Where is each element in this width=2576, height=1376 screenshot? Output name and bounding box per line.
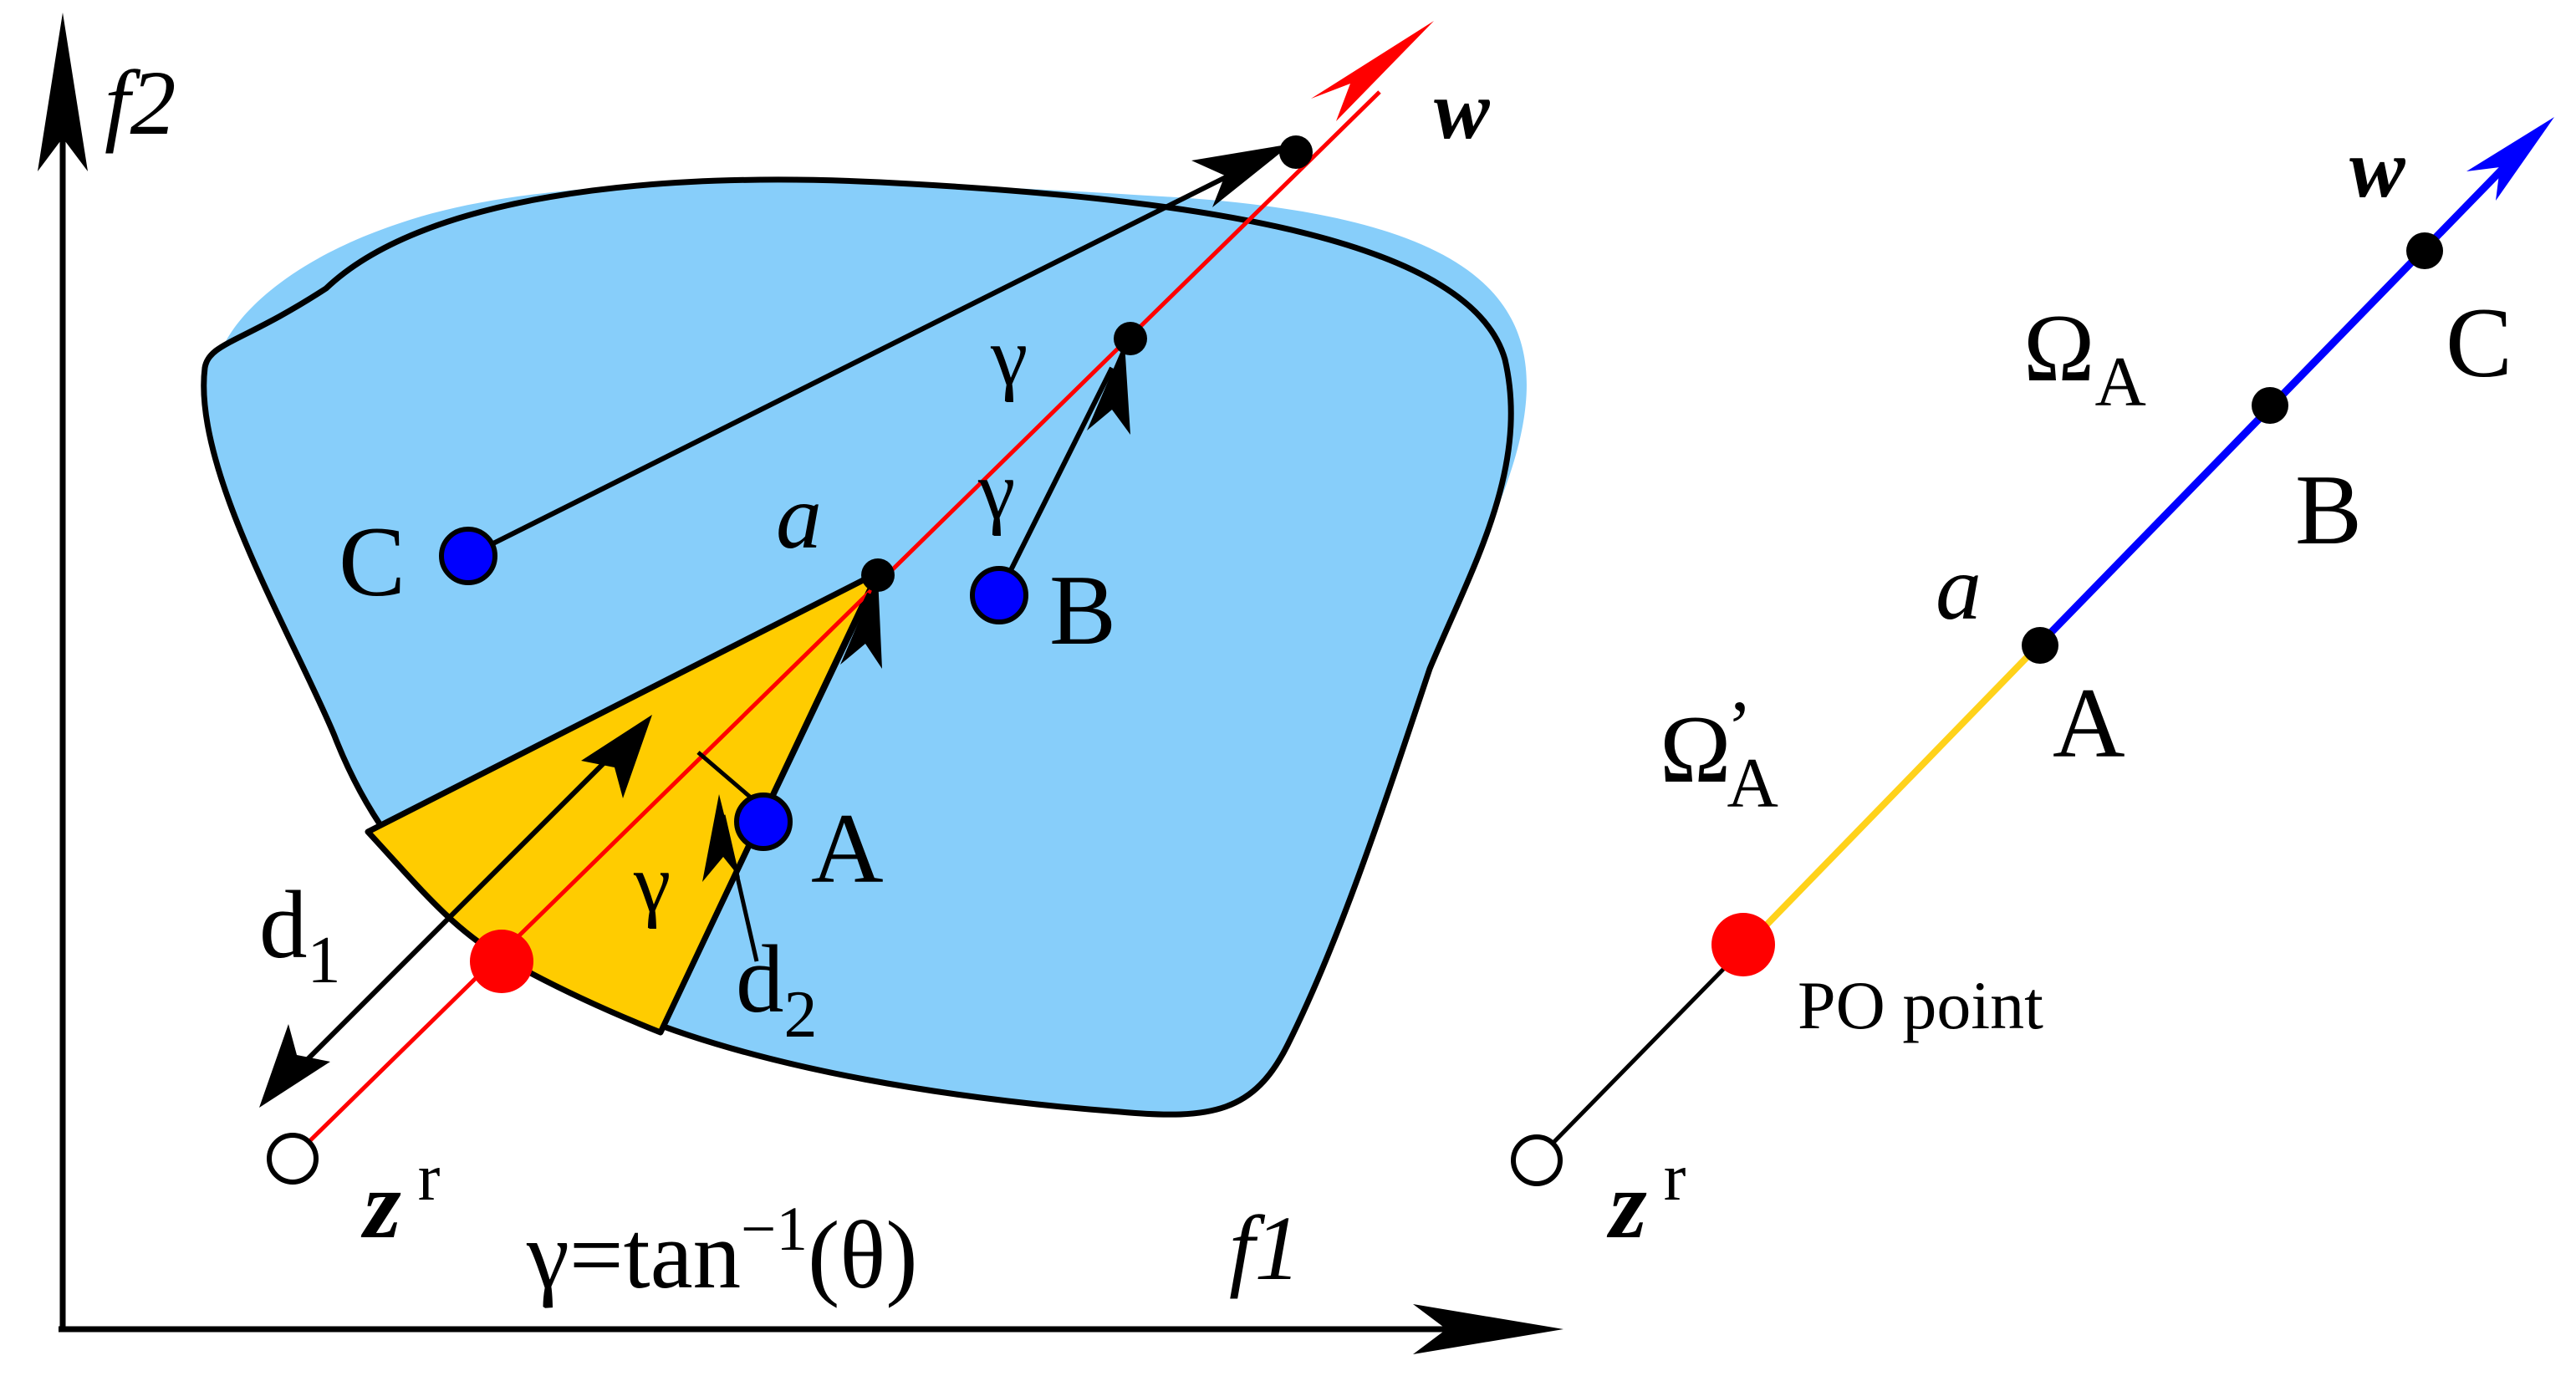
- point-zr-left: [267, 1133, 319, 1185]
- f2-axis-label: f2: [105, 52, 176, 154]
- omega-A-prime-label: Ω’A: [1660, 686, 1778, 823]
- point-w-end: [1279, 135, 1313, 169]
- point-B-right: [2252, 387, 2288, 424]
- gamma-label-A: γ: [633, 837, 671, 930]
- w-direction-arrowhead-right: [2466, 117, 2554, 201]
- d2-label: d2: [736, 926, 818, 1052]
- point-B-label: B: [1049, 554, 1116, 665]
- point-zr-right: [1511, 1134, 1563, 1186]
- point-gamma-B: [1114, 322, 1147, 355]
- d1-double-arrow: [286, 742, 625, 1081]
- point-C-label-right: C: [2446, 287, 2512, 398]
- gamma-label-top: γ: [990, 310, 1028, 403]
- point-A-label-right: A: [2053, 667, 2125, 778]
- d2-arrowhead: [702, 794, 740, 882]
- a-label-left: a: [776, 466, 822, 568]
- d1-label: d1: [259, 872, 341, 997]
- po-point-right: [1711, 913, 1775, 976]
- segment-po-to-a: [1741, 641, 2043, 951]
- w-label-right: w: [2349, 122, 2406, 215]
- arrow-B-projection-head: [1087, 343, 1130, 435]
- arrow-A-to-a-head: [840, 577, 882, 669]
- d1-arrowhead-upper: [581, 715, 652, 798]
- point-C: [439, 527, 497, 585]
- a-label-right: a: [1936, 537, 1982, 639]
- point-A-label: A: [811, 792, 884, 904]
- omega-A-label: ΩA: [2023, 295, 2146, 421]
- arrow-C-to-w: [467, 156, 1264, 558]
- point-C-label: C: [339, 506, 406, 617]
- d2-perpendicular: [696, 751, 758, 804]
- w-direction-arrowhead: [1311, 21, 1434, 121]
- point-B: [970, 566, 1028, 624]
- segment-zr-to-po: [1537, 947, 1745, 1159]
- point-a: [861, 558, 895, 592]
- point-A: [734, 792, 793, 851]
- f1-axis-arrowhead: [1413, 1304, 1563, 1354]
- d1-arrowhead-lower: [259, 1024, 330, 1108]
- gamma-formula: γ=tan−1(θ): [526, 1195, 918, 1308]
- f2-axis-arrowhead: [38, 13, 88, 171]
- gamma-label-B: γ: [977, 444, 1015, 537]
- point-a-right: [2022, 627, 2058, 664]
- point-B-label-right: B: [2295, 454, 2362, 565]
- po-point-label: PO point: [1798, 967, 2043, 1043]
- f1-axis-label: f1: [1229, 1197, 1301, 1299]
- arrow-B-projection: [997, 366, 1115, 595]
- arrow-C-to-w-head: [1191, 144, 1292, 207]
- po-point-left: [470, 930, 533, 993]
- w-label-left: w: [1434, 64, 1491, 156]
- point-C-right: [2406, 232, 2443, 269]
